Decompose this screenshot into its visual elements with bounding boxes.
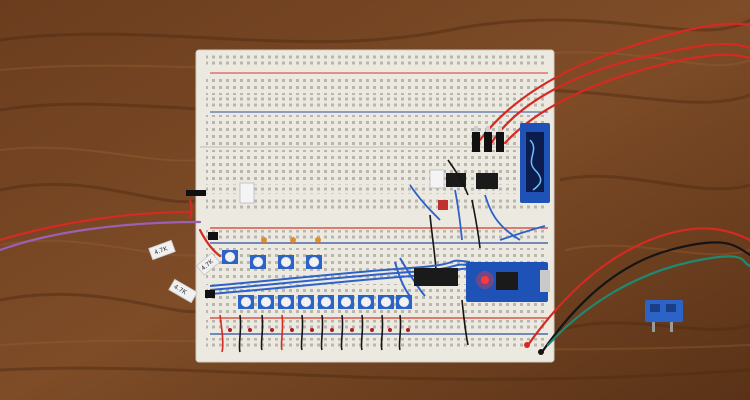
jumper-wires-blue [409,184,546,241]
tag-label [429,169,445,189]
small-component [438,200,448,210]
wire-tag-connectors [205,232,218,298]
dupont-connector [186,190,206,196]
rail-holes [206,184,546,194]
rail-jumpers [219,299,469,353]
wire-tag-text: 4.7K [153,245,169,257]
capacitors [261,237,321,243]
potentiometer-icon [238,295,412,309]
dupont-connectors [472,126,504,152]
resistor-dots [228,328,410,332]
arduino-nano-icon [466,262,550,302]
tag-label [239,182,255,204]
ic-chip [446,173,466,187]
wire-end [538,349,544,355]
wire-tags [148,239,221,304]
rail-holes [206,75,546,95]
potentiometer-icon [222,250,322,269]
rail-holes [206,230,546,240]
rail-holes [206,198,546,210]
rail-holes [206,320,546,330]
wire-bundle-blue [209,257,481,297]
wires-left [0,198,222,258]
ic-chip [476,173,498,189]
ic-chip [414,268,458,286]
rail-holes [206,97,546,109]
wires-right [526,227,750,354]
terminal-strip [206,115,546,145]
screw-terminal-icon [645,300,683,332]
wire-end [524,342,530,348]
rail-holes [206,55,546,67]
rail-holes [206,338,546,348]
red-wires-top [478,22,750,145]
oled-display-icon [520,123,550,203]
